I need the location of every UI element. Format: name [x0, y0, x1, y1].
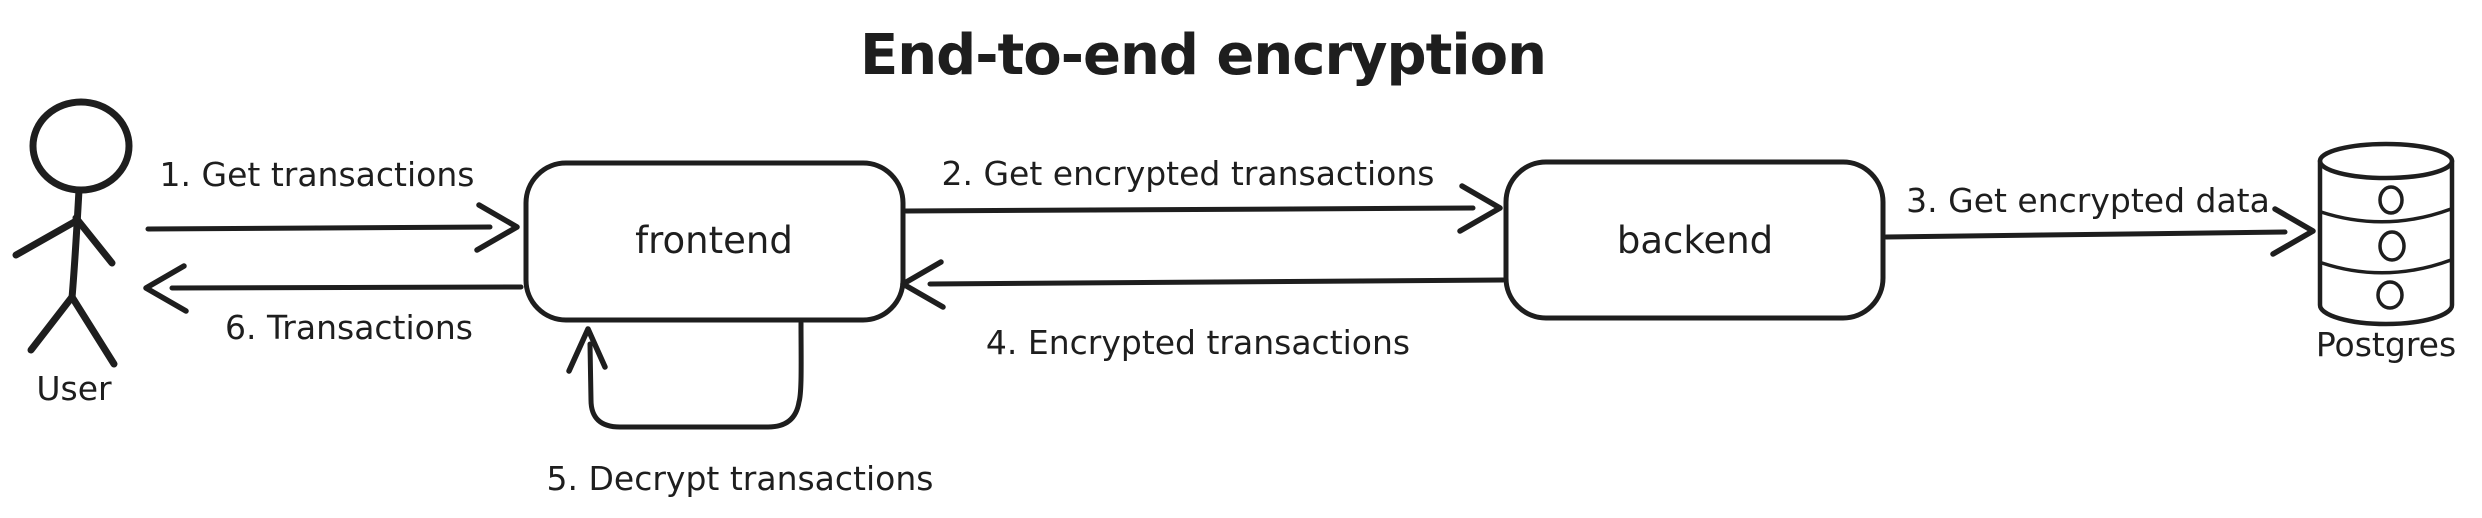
node-frontend-label: frontend	[635, 219, 793, 262]
flow-1-label: 1. Get transactions	[160, 155, 475, 194]
flow-3-arrowhead-icon	[2270, 206, 2316, 257]
flow-3-line	[1883, 229, 2288, 240]
database-top-ellipse	[2317, 141, 2455, 181]
flow-4-arrowhead-icon	[900, 259, 946, 310]
database-divider-1	[2319, 207, 2453, 224]
flow-5-decrypt-transactions: 5. Decrypt transactions	[547, 320, 934, 498]
flow-1-line	[145, 224, 493, 232]
flow-1-arrowhead-icon	[474, 202, 520, 253]
flow-1-get-transactions: 1. Get transactions	[145, 155, 520, 253]
diagram-title: End-to-end encryption	[860, 23, 1546, 88]
flow-2-line	[903, 205, 1476, 214]
flow-3-label: 3. Get encrypted data	[1906, 181, 2270, 220]
node-frontend: frontend	[523, 160, 906, 323]
flow-5-loop-line	[587, 320, 804, 430]
flow-6-transactions: 6. Transactions	[143, 263, 524, 347]
stick-figure-icon	[12, 98, 133, 368]
node-backend-label: backend	[1617, 219, 1773, 262]
node-backend-box	[1503, 159, 1886, 321]
database-dot-2	[2378, 230, 2406, 262]
actor-database: Postgres	[2316, 141, 2456, 364]
flow-6-arrowhead-icon	[143, 263, 189, 314]
flow-2-label: 2. Get encrypted transactions	[942, 154, 1435, 193]
database-cylinder-icon	[2317, 141, 2455, 327]
node-frontend-box	[523, 160, 906, 323]
flow-2-get-encrypted-transactions: 2. Get encrypted transactions	[903, 154, 1503, 234]
actor-user: User	[12, 98, 133, 408]
actor-user-label: User	[36, 369, 112, 408]
database-body	[2317, 158, 2455, 327]
flow-2-arrowhead-icon	[1457, 183, 1503, 234]
flow-4-encrypted-transactions: 4. Encrypted transactions	[900, 259, 1506, 362]
flow-5-arrowhead-icon	[566, 326, 608, 374]
actor-database-label: Postgres	[2316, 325, 2456, 364]
flow-6-label: 6. Transactions	[225, 308, 473, 347]
node-backend: backend	[1503, 159, 1886, 321]
flow-3-get-encrypted-data: 3. Get encrypted data	[1883, 181, 2316, 257]
database-divider-2	[2320, 258, 2453, 275]
database-dot-1	[2378, 185, 2404, 215]
flow-4-label: 4. Encrypted transactions	[986, 323, 1410, 362]
flow-4-line	[927, 277, 1506, 287]
database-dot-3	[2376, 280, 2404, 310]
flow-6-line	[169, 284, 524, 291]
flow-5-label: 5. Decrypt transactions	[547, 459, 934, 498]
